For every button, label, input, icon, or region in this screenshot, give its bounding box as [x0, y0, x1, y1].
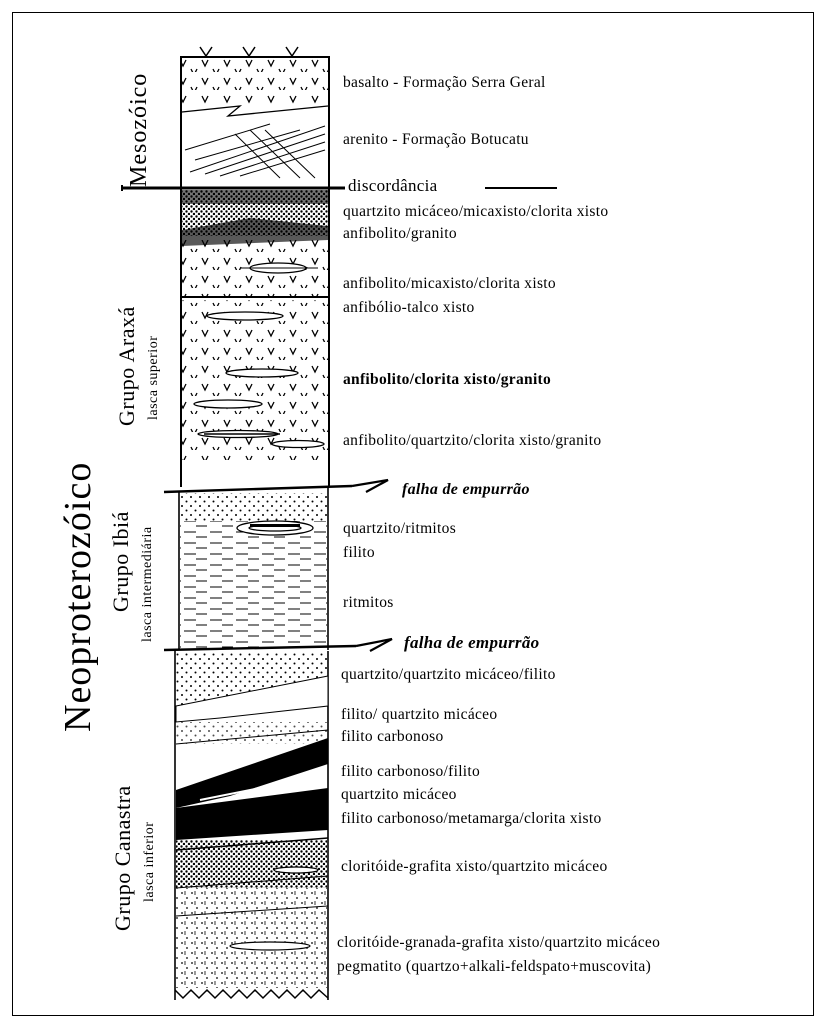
lithology-label: filito carbonoso/metamarga/clorita xisto — [341, 810, 602, 827]
group-sublabel-canastra: lasca inferior — [142, 821, 157, 902]
figure-frame — [12, 12, 814, 1016]
lithology-label: quartzito/quartzito micáceo/filito — [341, 666, 556, 683]
group-label-canastra: Grupo Canastra — [110, 785, 135, 931]
lithology-label: filito/ quartzito micáceo — [341, 706, 498, 723]
unconformity-label: discordância — [348, 176, 438, 195]
era-label-neoproterozoic: Neoproterozóico — [57, 461, 99, 732]
lithology-label: anfibólio-talco xisto — [343, 299, 475, 316]
lithology-label: basalto - Formação Serra Geral — [343, 74, 546, 91]
group-sublabel-araxa: lasca superior — [146, 335, 161, 420]
lithology-label: cloritóide-grafita xisto/quartzito micác… — [341, 858, 608, 875]
thrust-label-lower: falha de empurrão — [404, 633, 540, 652]
lithology-label: anfibolito/micaxisto/clorita xisto — [343, 275, 556, 292]
lithology-label: arenito - Formação Botucatu — [343, 131, 529, 148]
lithology-label: anfibolito/quartzito/clorita xisto/grani… — [343, 432, 602, 449]
lithology-label: pegmatito (quartzo+alkali-feldspato+musc… — [337, 958, 652, 975]
group-label-ibia: Grupo Ibiá — [108, 511, 133, 612]
lithology-label: cloritóide-granada-grafita xisto/quartzi… — [337, 934, 661, 951]
lithology-label: anfibolito/granito — [343, 225, 457, 242]
era-label-mesozoic: Mesozóico — [126, 72, 152, 187]
group-sublabel-ibia: lasca intermediária — [140, 526, 155, 642]
lithology-label: filito — [343, 544, 375, 561]
thrust-label-upper: falha de empurrão — [402, 481, 530, 498]
group-label-araxa: Grupo Araxá — [114, 306, 139, 426]
lithology-label: anfibolito/clorita xisto/granito — [343, 371, 552, 388]
lithology-label: quartzito micáceo — [341, 786, 457, 803]
lithology-label: quartzito/ritmitos — [343, 520, 457, 537]
lithology-label: filito carbonoso — [341, 728, 444, 745]
lithology-label: quartzito micáceo/micaxisto/clorita xist… — [343, 203, 609, 220]
lithology-label: ritmitos — [343, 594, 394, 611]
lithology-label: filito carbonoso/filito — [341, 763, 481, 780]
